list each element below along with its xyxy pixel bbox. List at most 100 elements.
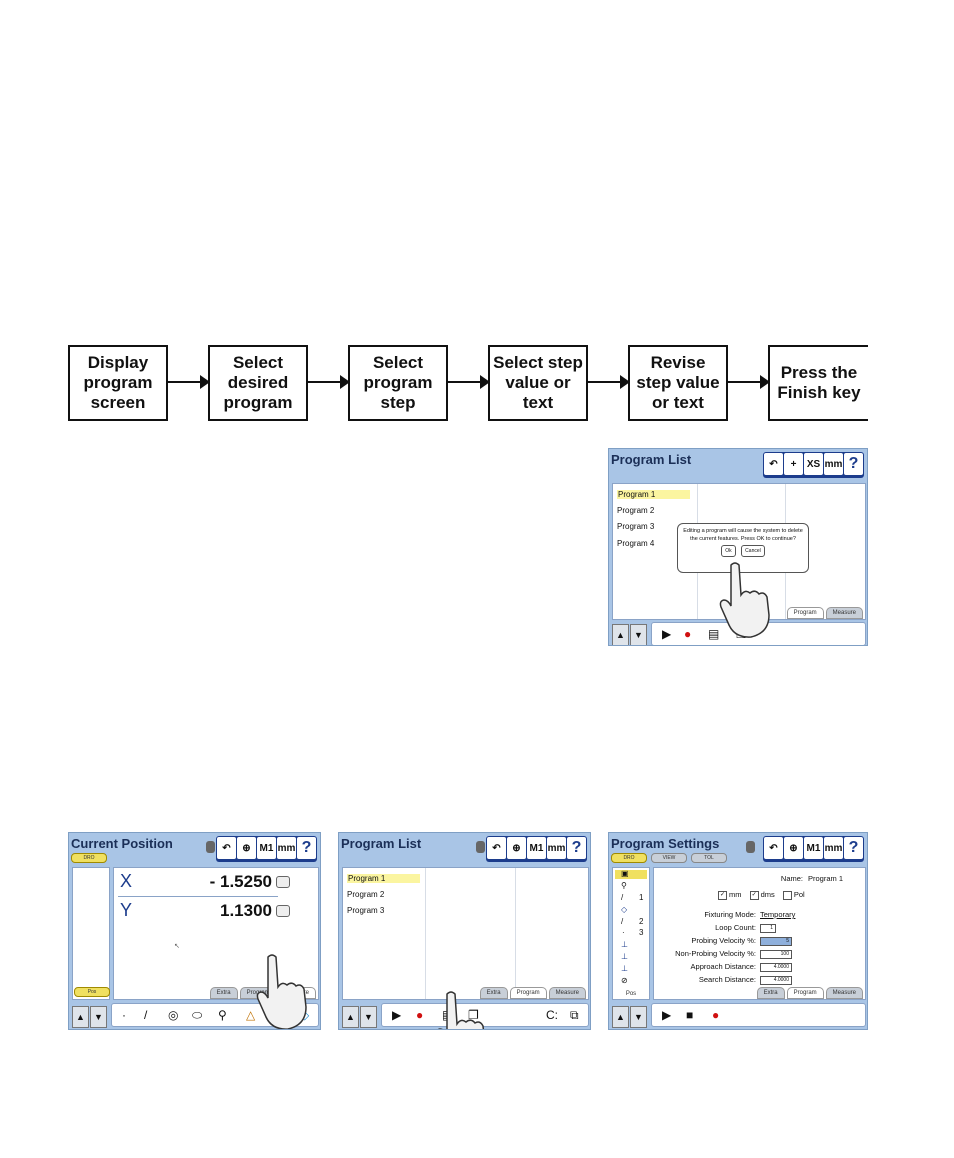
record-icon[interactable]: ● — [684, 627, 692, 641]
tab-extra[interactable]: Extra — [209, 987, 238, 999]
play-icon[interactable]: ▶ — [662, 627, 672, 641]
list-item-program-4[interactable]: Program 4 — [617, 539, 655, 548]
help-button[interactable]: ? — [844, 837, 863, 859]
down-arrow-icon[interactable]: ▼ — [630, 624, 647, 645]
play-icon[interactable]: ▶ — [662, 1008, 672, 1022]
help-button[interactable]: ? — [844, 453, 863, 475]
checkbox-row: ✓mm ✓dms Pol — [718, 890, 805, 900]
probe-icon[interactable]: ⊕ — [237, 837, 256, 859]
help-button[interactable]: ? — [567, 837, 586, 859]
title-bar: Program List ↶ ⊕ M1 mm ? — [339, 833, 590, 862]
list-item-program-3[interactable]: Program 3 — [347, 906, 385, 915]
mm-checkbox[interactable]: ✓ — [718, 890, 727, 900]
probing-velocity-input[interactable]: 5 — [760, 936, 792, 946]
approach-distance-input[interactable]: 4.0000 — [760, 962, 792, 972]
units-button[interactable]: mm — [547, 837, 566, 859]
point-step-icon[interactable]: · — [622, 928, 625, 937]
pos-tab[interactable]: Pos — [74, 987, 110, 997]
units-button[interactable]: mm — [824, 837, 843, 859]
tab-program[interactable]: Program — [786, 987, 824, 999]
tab-strip: Extra Program Measure — [756, 987, 863, 999]
record-icon[interactable]: ● — [712, 1008, 720, 1022]
column-divider — [515, 868, 516, 999]
memory-button[interactable]: M1 — [527, 837, 546, 859]
transfer-icon[interactable]: ⧉ — [570, 1008, 579, 1022]
line-step-icon[interactable]: / — [621, 917, 624, 926]
up-arrow-icon[interactable]: ▲ — [612, 1006, 629, 1028]
edit-program-icon[interactable]: ▤ — [708, 627, 720, 641]
record-icon[interactable]: ● — [416, 1008, 424, 1022]
magnify-icon[interactable]: ⚲ — [621, 881, 627, 890]
fixturing-value[interactable]: Temporary — [760, 910, 796, 919]
loop-count-label: Loop Count: — [715, 923, 756, 932]
tab-dro[interactable]: DRO — [611, 853, 647, 863]
point-icon[interactable]: · — [122, 1008, 126, 1022]
tab-measure[interactable]: Measure — [825, 607, 863, 619]
list-item-program-2[interactable]: Program 2 — [617, 506, 655, 515]
probe-step-icon[interactable]: ⊘ — [621, 976, 628, 985]
search-distance-input[interactable]: 4.0000 — [760, 975, 792, 985]
datum-step-icon[interactable]: ⊥ — [621, 952, 628, 961]
crosshair-icon[interactable]: + — [784, 453, 803, 475]
eraser-step-icon[interactable]: ◇ — [621, 905, 628, 914]
undo-icon[interactable]: ↶ — [217, 837, 236, 859]
tab-program[interactable]: Program — [786, 607, 824, 619]
memory-button[interactable]: M1 — [257, 837, 276, 859]
up-arrow-icon[interactable]: ▲ — [612, 624, 629, 645]
slot-icon[interactable]: ⬭ — [192, 1008, 203, 1022]
tab-dro[interactable]: DRO — [71, 853, 107, 863]
pol-checkbox[interactable] — [782, 890, 792, 900]
probe-icon[interactable]: ⊕ — [507, 837, 526, 859]
loop-count-input[interactable]: 1 — [760, 923, 776, 933]
probe-tool-icon[interactable]: ⚲ — [218, 1008, 227, 1022]
list-item-program-2[interactable]: Program 2 — [347, 890, 385, 899]
copy-icon[interactable]: ❐ — [468, 1008, 479, 1022]
cancel-button[interactable]: Cancel — [741, 545, 765, 557]
list-item-program-1[interactable]: Program 1 — [617, 490, 690, 499]
tab-program[interactable]: Program — [509, 987, 547, 999]
down-arrow-icon[interactable]: ▼ — [630, 1006, 647, 1028]
zoom-button[interactable]: XS — [804, 453, 823, 475]
y-axis-value: 1.1300 — [220, 901, 272, 920]
line-step-icon[interactable]: / — [621, 893, 624, 902]
drive-label: C: — [546, 1008, 558, 1022]
name-value[interactable]: Program 1 — [808, 874, 844, 883]
play-icon[interactable]: ▶ — [392, 1008, 402, 1022]
pointing-hand-icon — [437, 991, 485, 1029]
ok-button[interactable]: Ok — [721, 545, 736, 557]
up-arrow-icon[interactable]: ▲ — [72, 1006, 89, 1028]
probe-icon[interactable]: ⊕ — [784, 837, 803, 859]
tab-extra[interactable]: Extra — [756, 987, 785, 999]
column-divider — [425, 868, 426, 999]
non-probing-velocity-input[interactable]: 100 — [760, 949, 792, 959]
units-button[interactable]: mm — [277, 837, 296, 859]
stop-icon[interactable]: ■ — [686, 1008, 694, 1022]
tab-measure[interactable]: Measure — [825, 987, 863, 999]
line-icon[interactable]: / — [144, 1008, 148, 1022]
pos-tab[interactable]: Pos — [625, 991, 637, 997]
undo-icon[interactable]: ↶ — [764, 453, 783, 475]
undo-icon[interactable]: ↶ — [487, 837, 506, 859]
tab-tol[interactable]: TOL — [691, 853, 727, 863]
circle-icon[interactable]: ◎ — [168, 1008, 179, 1022]
warning-icon[interactable]: △ — [246, 1008, 256, 1022]
units-button[interactable]: mm — [824, 453, 843, 475]
y-zero-button[interactable] — [276, 905, 290, 917]
tab-view[interactable]: VIEW — [651, 853, 687, 863]
memory-button[interactable]: M1 — [804, 837, 823, 859]
x-zero-button[interactable] — [276, 876, 290, 888]
tab-extra[interactable]: Extra — [479, 987, 508, 999]
list-item-program-3[interactable]: Program 3 — [617, 522, 655, 531]
list-item-program-1[interactable]: Program 1 — [347, 874, 420, 883]
down-arrow-icon[interactable]: ▼ — [360, 1006, 377, 1028]
selected-step[interactable] — [615, 870, 647, 879]
datum-step-icon[interactable]: ⊥ — [621, 940, 628, 949]
down-arrow-icon[interactable]: ▼ — [90, 1006, 107, 1028]
tab-measure[interactable]: Measure — [548, 987, 586, 999]
undo-icon[interactable]: ↶ — [764, 837, 783, 859]
datum-step-icon[interactable]: ⊥ — [621, 964, 628, 973]
x-axis-value: - 1.5250 — [209, 872, 272, 891]
up-arrow-icon[interactable]: ▲ — [342, 1006, 359, 1028]
dms-checkbox[interactable]: ✓ — [749, 890, 759, 900]
help-button[interactable]: ? — [297, 837, 316, 859]
